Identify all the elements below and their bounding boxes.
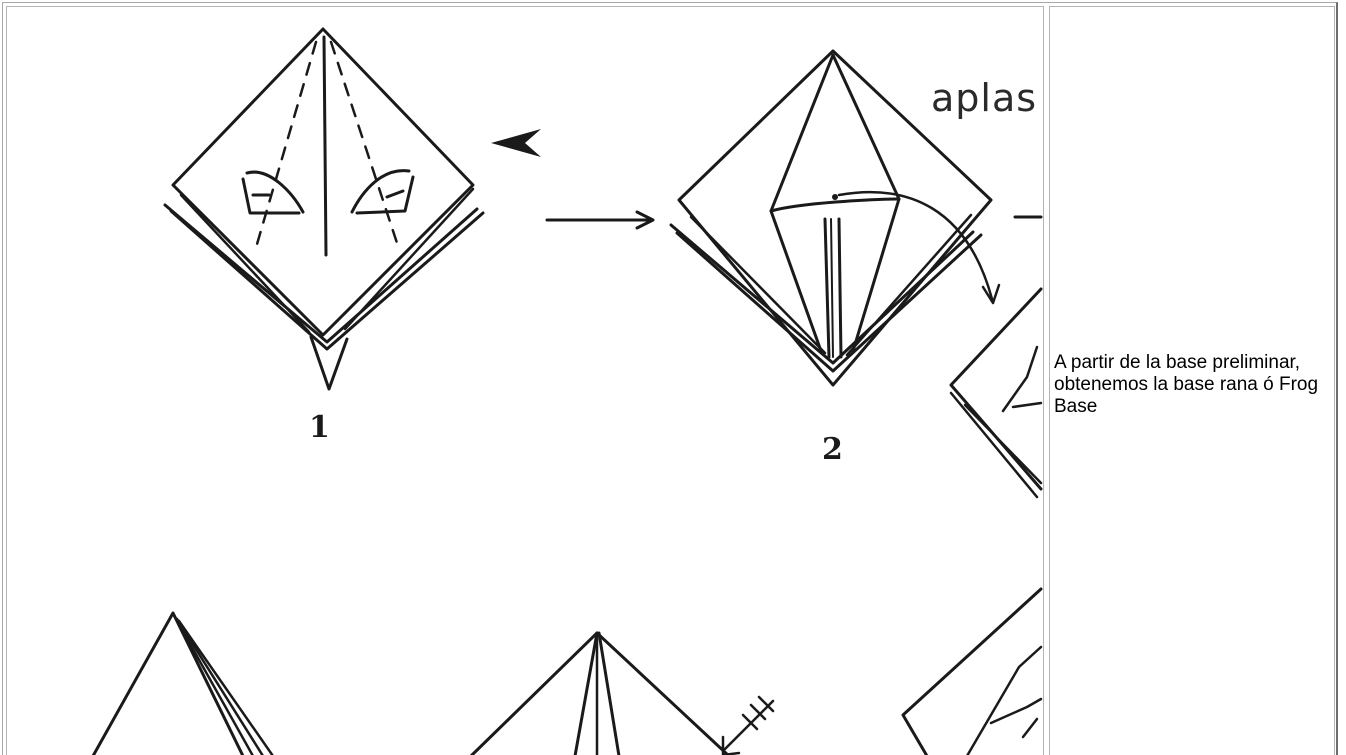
caption-text: A partir de la base preliminar, obtenemo… [1050,352,1334,418]
handwritten-note: aplas [931,76,1037,120]
step-5-figure [471,633,773,755]
step-4-figure [93,613,273,755]
origami-diagram: 1 [7,7,1043,755]
step-2-label: 2 [822,432,843,467]
step-3-figure [951,289,1041,497]
diagram-cell: 1 [6,6,1044,755]
step-arrow [547,212,653,228]
step-6-figure [903,589,1041,755]
step-1-label: 1 [309,410,330,445]
step-1-figure [165,29,541,389]
caption-cell: A partir de la base preliminar, obtenemo… [1049,6,1335,755]
